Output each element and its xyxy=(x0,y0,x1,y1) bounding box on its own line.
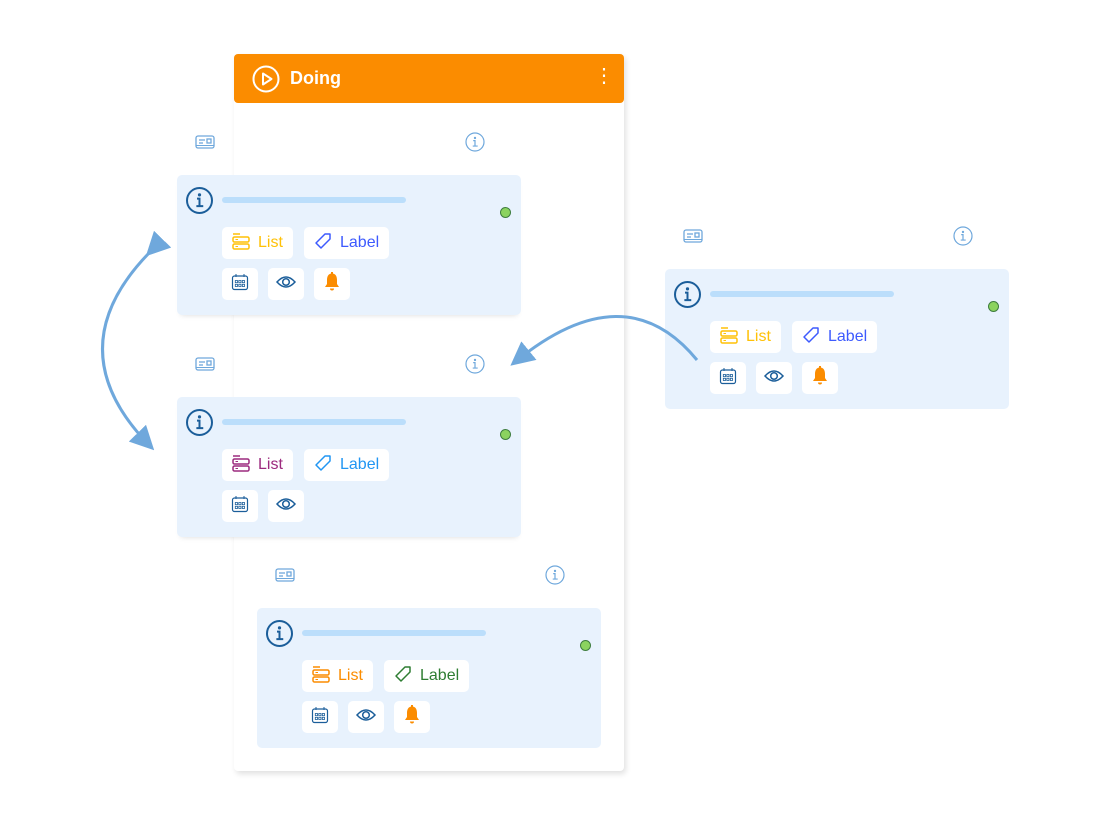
task-card[interactable]: List Label xyxy=(665,269,1009,409)
list-chip-label: List xyxy=(746,328,771,345)
watch-button[interactable] xyxy=(756,362,792,394)
task-card[interactable]: List Label xyxy=(177,397,521,537)
tag-icon xyxy=(314,454,332,477)
list-chip-label: List xyxy=(338,667,363,684)
info-circle-icon xyxy=(674,281,701,313)
label-chip[interactable]: Label xyxy=(304,227,390,259)
task-card[interactable]: List Label xyxy=(177,175,521,315)
card-type-icon[interactable] xyxy=(195,357,215,376)
status-dot xyxy=(500,429,511,440)
status-dot xyxy=(988,301,999,312)
info-icon[interactable] xyxy=(465,132,485,157)
watch-button[interactable] xyxy=(268,490,304,522)
info-icon[interactable] xyxy=(545,565,565,590)
list-chip[interactable]: List xyxy=(710,321,781,353)
list-chip[interactable]: List xyxy=(302,660,373,692)
calendar-button[interactable] xyxy=(302,701,338,733)
eye-icon xyxy=(275,275,297,294)
label-chip[interactable]: Label xyxy=(792,321,878,353)
label-chip-label: Label xyxy=(420,667,460,684)
calendar-icon xyxy=(719,367,737,390)
calendar-button[interactable] xyxy=(710,362,746,394)
calendar-icon xyxy=(311,706,329,729)
calendar-button[interactable] xyxy=(222,490,258,522)
label-chip[interactable]: Label xyxy=(384,660,470,692)
tag-icon xyxy=(802,326,820,349)
label-chip-label: Label xyxy=(828,328,868,345)
title-placeholder xyxy=(710,291,894,297)
card-type-icon[interactable] xyxy=(275,568,295,587)
list-chip-label: List xyxy=(258,456,283,473)
list-chip-label: List xyxy=(258,234,283,251)
label-chip[interactable]: Label xyxy=(304,449,390,481)
info-circle-icon xyxy=(186,187,213,219)
list-chip[interactable]: List xyxy=(222,227,293,259)
label-chip-label: Label xyxy=(340,234,380,251)
info-circle-icon xyxy=(266,620,293,652)
tag-icon xyxy=(394,665,412,688)
info-circle-icon xyxy=(186,409,213,441)
calendar-icon xyxy=(231,495,249,518)
bell-icon xyxy=(811,365,829,391)
list-chip[interactable]: List xyxy=(222,449,293,481)
list-icon xyxy=(232,232,250,255)
eye-icon xyxy=(355,708,377,727)
info-icon[interactable] xyxy=(465,354,485,379)
title-placeholder xyxy=(302,630,486,636)
list-icon xyxy=(232,454,250,477)
status-dot xyxy=(580,640,591,651)
swap-arrow xyxy=(101,230,172,451)
play-circle-icon xyxy=(252,65,280,92)
title-placeholder xyxy=(222,419,406,425)
info-icon[interactable] xyxy=(953,226,973,251)
card-type-icon[interactable] xyxy=(195,135,215,154)
list-icon xyxy=(312,665,330,688)
notification-button[interactable] xyxy=(394,701,430,733)
title-placeholder xyxy=(222,197,406,203)
more-vert-icon[interactable]: ⋮ xyxy=(594,65,614,87)
notification-button[interactable] xyxy=(314,268,350,300)
eye-icon xyxy=(275,497,297,516)
bell-icon xyxy=(323,271,341,297)
notification-button[interactable] xyxy=(802,362,838,394)
column-header: Doing ⋮ xyxy=(234,54,624,103)
tag-icon xyxy=(314,232,332,255)
calendar-button[interactable] xyxy=(222,268,258,300)
watch-button[interactable] xyxy=(348,701,384,733)
eye-icon xyxy=(763,369,785,388)
status-dot xyxy=(500,207,511,218)
card-type-icon[interactable] xyxy=(683,229,703,248)
calendar-icon xyxy=(231,273,249,296)
label-chip-label: Label xyxy=(340,456,380,473)
column-title: Doing xyxy=(290,68,341,88)
watch-button[interactable] xyxy=(268,268,304,300)
task-card[interactable]: List Label xyxy=(257,608,601,748)
list-icon xyxy=(720,326,738,349)
bell-icon xyxy=(403,704,421,730)
